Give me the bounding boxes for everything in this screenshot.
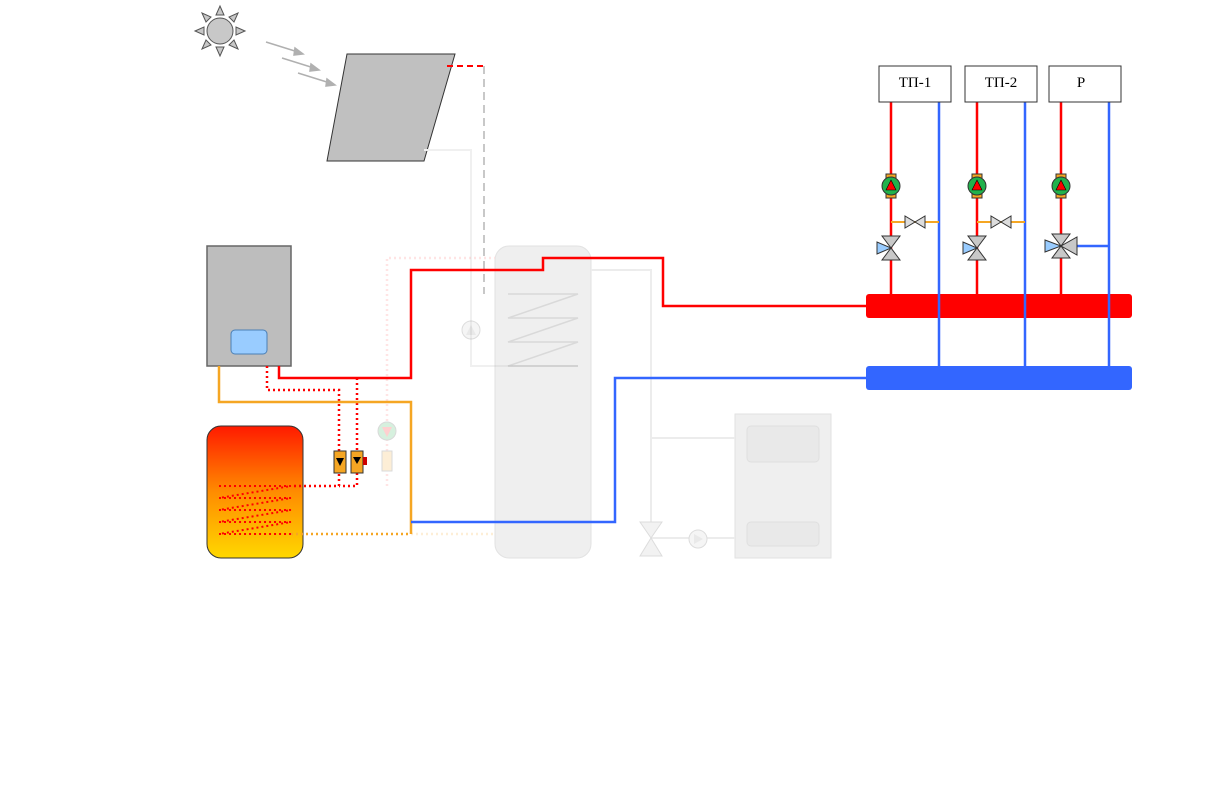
consumer-box-2[interactable]: ТП-2 (964, 65, 1038, 103)
collector-return-pipe (424, 149, 578, 367)
return-manifold[interactable] (866, 366, 1132, 390)
circuit-3 (1044, 102, 1111, 366)
consumer-label-3: Р (1077, 75, 1085, 91)
three-way-dhw-valve-icon[interactable] (350, 450, 367, 474)
mixing-valve-icon[interactable] (876, 235, 901, 261)
consumer-box-1[interactable]: ТП-1 (878, 65, 952, 103)
sun-icon (193, 4, 247, 58)
dhw-loop-pipe-2 (339, 378, 359, 488)
circuit-2 (962, 102, 1027, 366)
check-valve-icon[interactable] (333, 450, 347, 474)
mixing-valve-icon[interactable] (962, 235, 987, 261)
dhw-tank[interactable] (206, 425, 304, 559)
circuit-1 (876, 102, 941, 366)
solid-fuel-boiler (734, 413, 832, 559)
bypass-valve-icon[interactable] (990, 215, 1012, 229)
three-way-valve-icon[interactable] (1044, 233, 1078, 259)
supply-main-pipe (277, 256, 870, 380)
consumer-label-1: ТП-1 (899, 75, 932, 91)
dhw-tank-coil (218, 485, 292, 535)
circulation-pump-icon[interactable] (967, 173, 987, 199)
circulation-pump-icon[interactable] (1051, 173, 1071, 199)
buffer-tank (494, 245, 592, 559)
inactive-elements (377, 245, 832, 559)
bypass-valve-icon[interactable] (904, 215, 926, 229)
return-main-pipe (411, 376, 870, 524)
solar-collector[interactable] (326, 53, 456, 162)
circulation-pump-icon[interactable] (881, 173, 901, 199)
dhw-loop-pipe-1 (265, 366, 341, 488)
sun-rays (265, 41, 337, 87)
consumer-box-3[interactable]: Р (1048, 65, 1122, 103)
boiler-display (230, 329, 268, 355)
supply-manifold[interactable] (866, 294, 1132, 318)
consumer-label-2: ТП-2 (985, 75, 1018, 91)
cold-water-pipe (217, 366, 413, 534)
